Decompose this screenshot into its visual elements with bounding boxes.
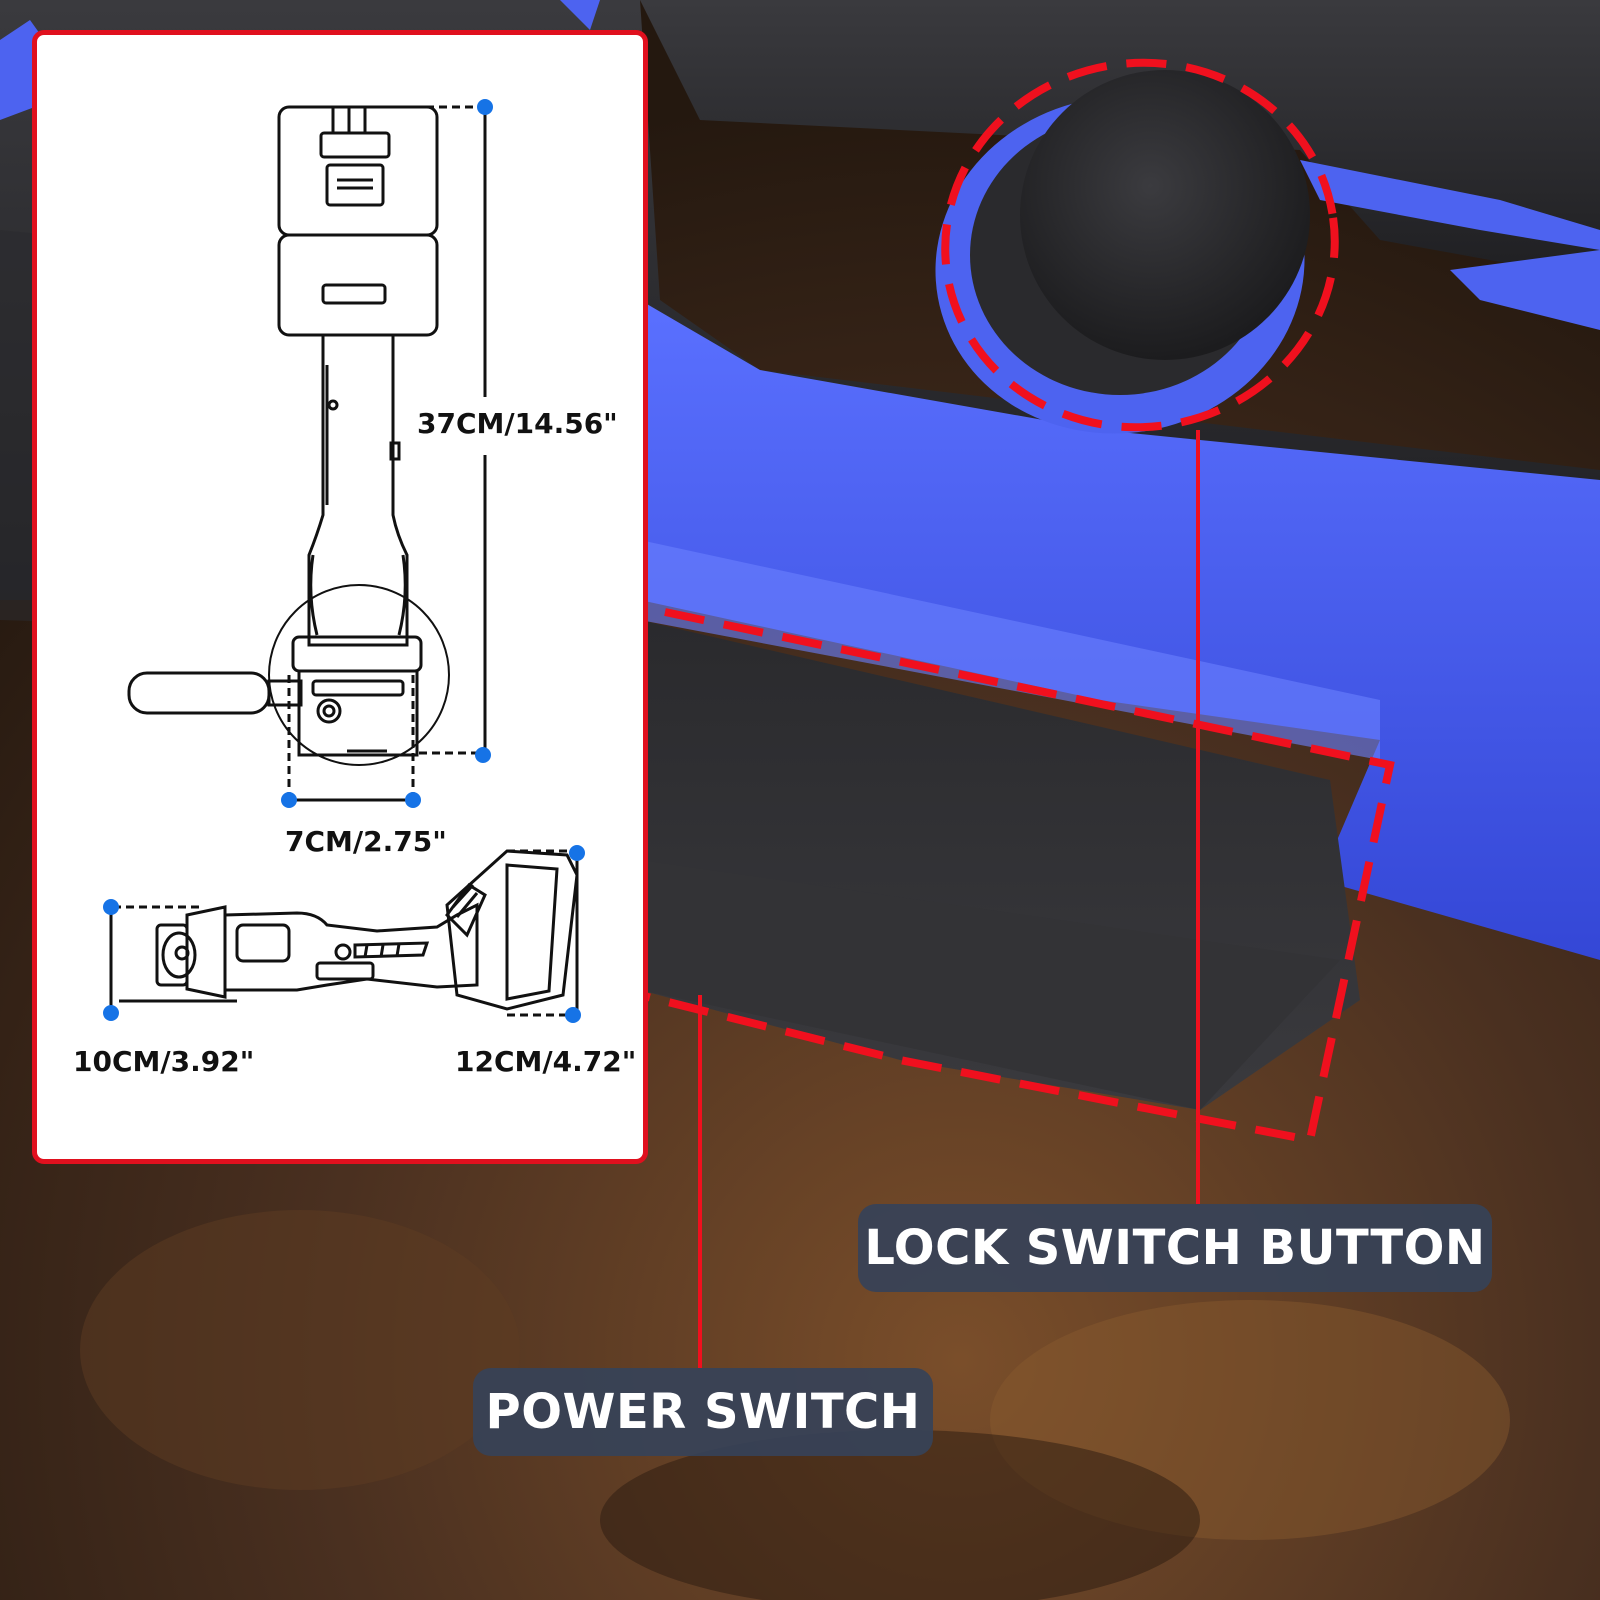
height-dimension-label: 37CM/14.56" (417, 407, 618, 440)
lock-switch-label: LOCK SWITCH BUTTON (864, 1220, 1486, 1276)
front-length-dimension-label: 10CM/3.92" (73, 1045, 255, 1078)
dimensions-panel: 37CM/14.56" 7CM/2.75" 10CM/3.92" 12CM/4.… (32, 30, 648, 1164)
angle-grinder-top-view-icon (127, 105, 450, 766)
dimension-drawings (103, 99, 585, 1023)
power-switch-label: POWER SWITCH (485, 1384, 921, 1440)
angle-grinder-side-view-icon (119, 849, 579, 1011)
dimension-lines (109, 105, 579, 1017)
dimension-dots (103, 99, 585, 1023)
power-switch-callout: POWER SWITCH (473, 1368, 933, 1456)
back-length-dimension-label: 12CM/4.72" (455, 1045, 637, 1078)
width-dimension-label: 7CM/2.75" (285, 825, 447, 858)
lock-switch-callout: LOCK SWITCH BUTTON (858, 1204, 1492, 1292)
